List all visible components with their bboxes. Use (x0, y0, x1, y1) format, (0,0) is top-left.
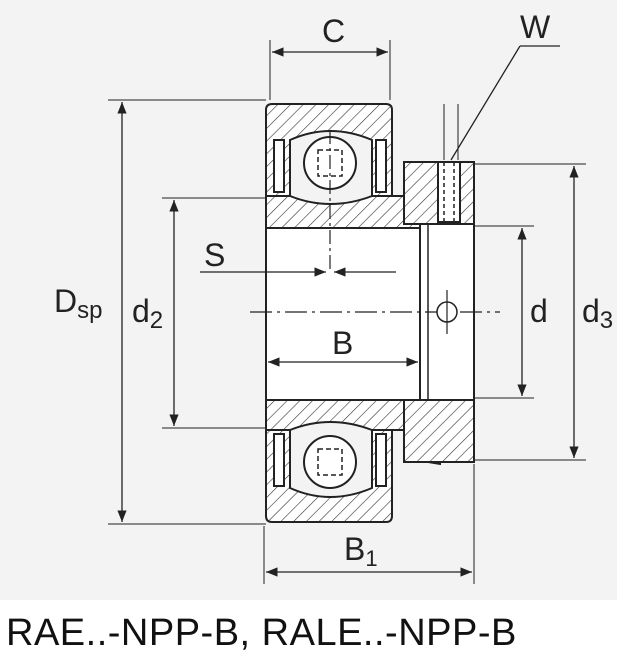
label-B1: B1 (344, 531, 378, 571)
outer-ring-lower (265, 429, 393, 523)
label-S: S (204, 237, 225, 273)
label-d2: d2 (132, 293, 163, 334)
dim-W-leader (450, 45, 521, 161)
bearing-drawing: C W Dsp d2 S B d d3 B1 (0, 0, 617, 600)
label-C: C (322, 13, 345, 49)
label-W: W (520, 9, 551, 45)
collar-lower (403, 399, 475, 463)
seal-left-lower (273, 433, 285, 487)
label-d3: d3 (582, 293, 613, 334)
caption: RAE..-NPP-B, RALE..-NPP-B (6, 612, 517, 654)
ball-lower (303, 435, 357, 489)
label-d: d (530, 293, 548, 329)
seal-left-upper (273, 139, 285, 193)
label-Dsp: Dsp (54, 283, 102, 324)
outer-ring-upper (265, 103, 393, 197)
seal-right-lower (375, 433, 387, 487)
set-screw (437, 161, 461, 223)
seal-right-upper (375, 139, 387, 193)
label-B: B (332, 325, 353, 361)
bore (265, 227, 421, 401)
